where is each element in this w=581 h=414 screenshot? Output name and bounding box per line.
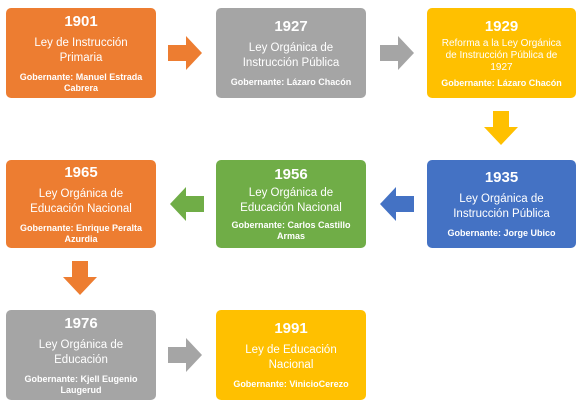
- node-year: 1929: [484, 17, 519, 35]
- node-governor: Gobernante: Enrique Peralta Azurdia: [19, 222, 143, 244]
- node-year: 1965: [64, 163, 98, 181]
- arrow-right-icon: [168, 338, 202, 372]
- node-1927: 1927 Ley Orgánica de Instrucción Pública…: [216, 8, 366, 98]
- node-governor: Gobernante: Carlos Castillo Armas: [231, 220, 351, 241]
- node-law: Ley Orgánica de Instrucción Pública: [242, 42, 340, 69]
- arrow-right-icon: [380, 36, 414, 70]
- node-governor: Gobernante: VinicioCerezo: [233, 379, 349, 389]
- node-1976: 1976 Ley Orgánica de Educación Gobernant…: [6, 310, 156, 400]
- arrow-down-icon: [484, 111, 518, 145]
- node-governor: Gobernante: Kjell Eugenio Laugerud: [24, 373, 138, 395]
- arrow-down-icon: [63, 261, 97, 295]
- arrow-left-icon: [380, 187, 414, 221]
- node-1929: 1929 Reforma a la Ley Orgánica de Instru…: [427, 8, 576, 98]
- node-year: 1901: [64, 12, 98, 30]
- node-year: 1935: [484, 169, 519, 186]
- node-governor: Gobernante: Manuel Estrada Cabrera: [19, 71, 143, 93]
- node-governor: Gobernante: Jorge Ubico: [447, 228, 556, 238]
- node-law: Ley de Instrucción Primaria: [34, 36, 128, 64]
- node-law: Ley Orgánica de Educación Nacional: [30, 187, 132, 215]
- node-law: Ley Orgánica de Educación: [38, 338, 124, 366]
- arrow-left-icon: [170, 187, 204, 221]
- node-1991: 1991 Ley de Educación Nacional Gobernant…: [216, 310, 366, 400]
- node-1901: 1901 Ley de Instrucción Primaria Goberna…: [6, 8, 156, 98]
- node-law: Ley de Educación Nacional: [245, 344, 337, 371]
- node-1965: 1965 Ley Orgánica de Educación Nacional …: [6, 160, 156, 248]
- node-1935: 1935 Ley Orgánica de Instrucción Pública…: [427, 160, 576, 248]
- node-1956: 1956 Ley Orgánica de Educación Nacional …: [216, 160, 366, 248]
- node-year: 1927: [274, 18, 308, 35]
- arrow-right-icon: [168, 36, 202, 70]
- node-year: 1991: [274, 320, 308, 337]
- node-law: Reforma a la Ley Orgánica de Instrucción…: [441, 37, 562, 73]
- node-governor: Gobernante: Lázaro Chacón: [441, 77, 562, 88]
- node-law: Ley Orgánica de Instrucción Pública: [453, 193, 550, 220]
- node-governor: Gobernante: Lázaro Chacón: [230, 77, 352, 87]
- node-year: 1976: [64, 314, 98, 332]
- node-law: Ley Orgánica de Educación Nacional: [240, 187, 342, 214]
- node-year: 1956: [274, 166, 308, 183]
